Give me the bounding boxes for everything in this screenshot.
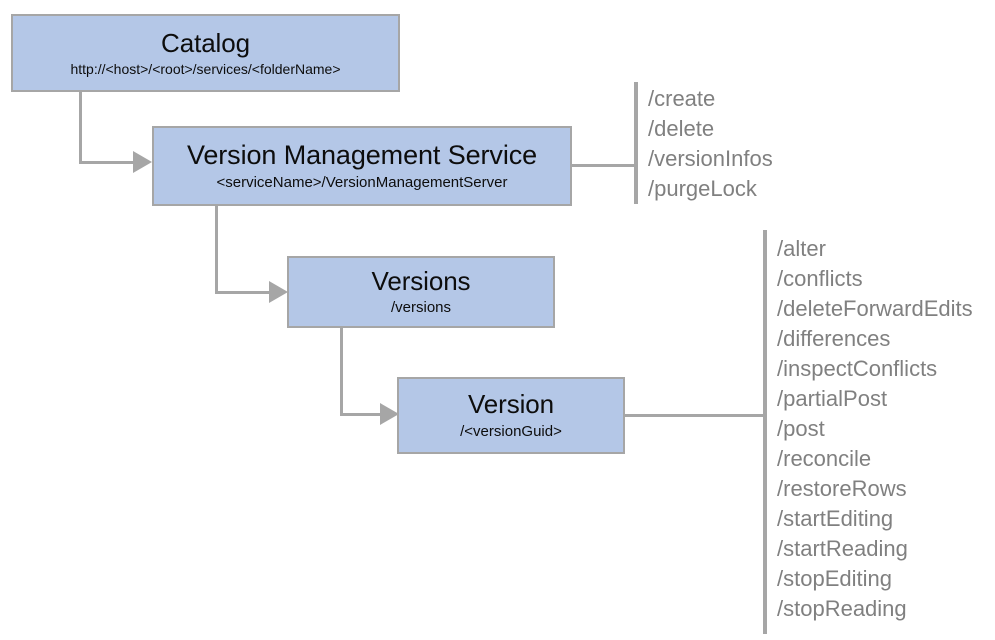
operation-list-service: /create/delete/versionInfos/purgeLock bbox=[648, 84, 773, 204]
connector-service-to-operations bbox=[572, 164, 636, 167]
operation-item[interactable]: /restoreRows bbox=[777, 476, 907, 501]
operation-item[interactable]: /partialPost bbox=[777, 386, 888, 411]
connector-catalog-to-service-vertical bbox=[79, 92, 82, 161]
connector-service-to-versions-vertical bbox=[215, 206, 218, 291]
operation-group-service-bar bbox=[634, 82, 638, 204]
operation-group-version-bar bbox=[763, 230, 767, 634]
node-versions-path: /versions bbox=[390, 299, 452, 317]
node-version-management-service-title: Version Management Service bbox=[186, 140, 538, 171]
node-version-management-service-path: <serviceName>/VersionManagementServer bbox=[216, 173, 508, 191]
operation-item[interactable]: /delete bbox=[648, 116, 715, 141]
connector-version-to-operations bbox=[625, 414, 765, 417]
operation-item[interactable]: /inspectConflicts bbox=[777, 356, 938, 381]
operation-item[interactable]: /create bbox=[648, 86, 716, 111]
connector-versions-to-version-horizontal bbox=[340, 413, 382, 416]
operation-item[interactable]: /deleteForwardEdits bbox=[777, 296, 973, 321]
node-version-title: Version bbox=[467, 389, 555, 420]
node-versions-title: Versions bbox=[371, 265, 471, 296]
operation-item[interactable]: /differences bbox=[777, 326, 891, 351]
operation-list-version: /alter/conflicts/deleteForwardEdits/diff… bbox=[777, 234, 973, 624]
connector-versions-to-version-vertical bbox=[340, 328, 343, 413]
operation-item[interactable]: /post bbox=[777, 416, 825, 441]
operation-item[interactable]: /conflicts bbox=[777, 266, 863, 291]
arrowhead-versions-to-version bbox=[380, 403, 399, 425]
connector-catalog-to-service-horizontal bbox=[79, 161, 135, 164]
operation-item[interactable]: /startEditing bbox=[777, 506, 894, 531]
operation-item[interactable]: /startReading bbox=[777, 536, 908, 561]
node-catalog-title: Catalog bbox=[161, 27, 250, 58]
node-catalog[interactable]: Catalog http://<host>/<root>/services/<f… bbox=[11, 14, 400, 92]
node-version-management-service[interactable]: Version Management Service <serviceName>… bbox=[152, 126, 572, 206]
node-version[interactable]: Version /<versionGuid> bbox=[397, 377, 625, 454]
node-versions[interactable]: Versions /versions bbox=[287, 256, 555, 328]
operation-item[interactable]: /versionInfos bbox=[648, 146, 773, 171]
arrowhead-service-to-versions bbox=[269, 281, 288, 303]
operation-item[interactable]: /purgeLock bbox=[648, 176, 757, 201]
node-version-path: /<versionGuid> bbox=[460, 422, 562, 440]
operation-item[interactable]: /alter bbox=[777, 236, 826, 261]
operation-item[interactable]: /stopEditing bbox=[777, 566, 892, 591]
arrowhead-catalog-to-service bbox=[133, 151, 152, 173]
node-catalog-path: http://<host>/<root>/services/<folderNam… bbox=[70, 60, 341, 77]
operation-item[interactable]: /reconcile bbox=[777, 446, 872, 471]
connector-service-to-versions-horizontal bbox=[215, 291, 271, 294]
operation-item[interactable]: /stopReading bbox=[777, 596, 907, 621]
